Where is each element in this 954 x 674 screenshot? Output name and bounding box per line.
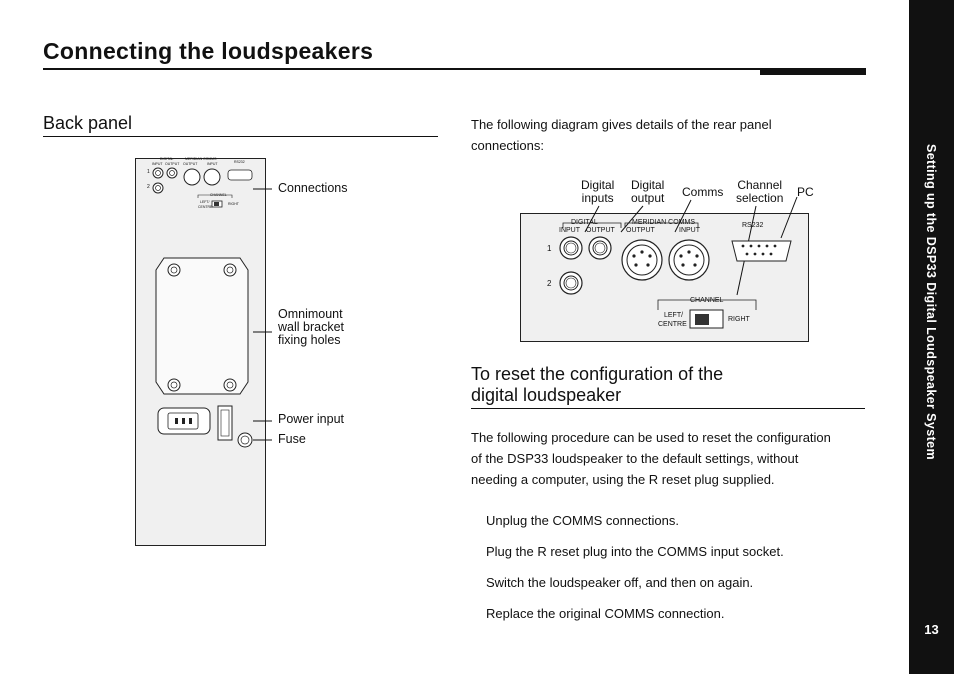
back-panel-heading: Back panel: [43, 113, 133, 133]
mini-row-2: 2: [147, 184, 150, 190]
mini-comms-output-label: OUTPUT: [183, 162, 198, 166]
rear-rs232-label: RS232: [742, 222, 764, 229]
callout-comms: Comms: [682, 185, 724, 199]
reset-heading-line-1: To reset the configuration of the: [471, 364, 724, 384]
mini-centre-label: CENTRE: [198, 205, 213, 209]
callout-digital-output: Digital output: [631, 179, 664, 205]
reset-paragraph-line-3: needing a computer, using the R reset pl…: [471, 472, 775, 487]
reset-step-3: Switch the loudspeaker off, and then on …: [486, 575, 754, 590]
callout-digital-output-line-2: output: [631, 191, 665, 205]
callout-fuse: Fuse: [278, 432, 306, 446]
rear-comms-input-label: INPUT: [679, 227, 700, 234]
intro-line-1: The following diagram gives details of t…: [471, 117, 772, 132]
mini-rs232-label: RS232: [234, 160, 245, 164]
mini-left-label: LEFT/: [200, 200, 210, 204]
mini-input-label: INPUT: [152, 162, 163, 166]
mini-channel-label: CHANNEL: [210, 193, 227, 197]
page-number: 13: [924, 622, 939, 637]
callout-digital-inputs: Digital inputs: [581, 179, 614, 205]
reset-heading: To reset the configuration of the digita…: [471, 364, 723, 406]
reset-paragraph: The following procedure can be used to r…: [471, 427, 831, 490]
page-title: Connecting the loudspeakers: [43, 38, 374, 64]
callout-channel-selection: Channel selection: [736, 179, 783, 205]
sidebar-chapter-title: Setting up the DSP33 Digital Loudspeaker…: [924, 143, 938, 461]
callout-channel-selection-line-1: Channel: [737, 178, 783, 192]
rear-row-2: 2: [547, 279, 552, 288]
callout-pc: PC: [797, 185, 814, 199]
mini-comms-input-label: INPUT: [207, 162, 218, 166]
mini-digital-label: DIGITAL: [160, 157, 174, 161]
reset-paragraph-line-2: of the DSP33 loudspeaker to the default …: [471, 451, 799, 466]
reset-step-4: Replace the original COMMS connection.: [486, 606, 725, 621]
reset-heading-line-2: digital loudspeaker: [471, 385, 622, 405]
mini-right-label: RIGHT: [228, 202, 239, 206]
callout-digital-inputs-line-1: Digital: [581, 178, 615, 192]
rear-left-label: LEFT/: [664, 312, 684, 319]
callout-power-input: Power input: [278, 412, 345, 426]
rear-input-label: INPUT: [559, 227, 580, 234]
mini-meridian-comms-label: MERIDIAN COMMS: [185, 157, 217, 161]
reset-rule: [471, 408, 865, 409]
back-panel-diagram: [135, 158, 266, 546]
mini-output-label: OUTPUT: [165, 162, 180, 166]
callout-digital-inputs-line-2: inputs: [581, 191, 614, 205]
title-accent-bar: [760, 68, 866, 75]
intro-line-2: connections:: [471, 138, 544, 153]
callout-connections: Connections: [278, 181, 348, 195]
back-panel-rule: [43, 136, 438, 137]
back-panel-callout-lines: [253, 188, 272, 441]
callout-omnimount-line-1: Omnimount: [278, 307, 343, 321]
callout-omnimount: Omnimount wall bracket fixing holes: [278, 308, 344, 347]
rear-output-label: OUTPUT: [586, 227, 615, 234]
rear-channel-label: CHANNEL: [690, 297, 724, 304]
reset-step-1: Unplug the COMMS connections.: [486, 513, 679, 528]
rear-comms-output-label: OUTPUT: [626, 227, 655, 234]
title-rule: [43, 68, 865, 70]
mini-row-1: 1: [147, 169, 150, 175]
chapter-sidebar: Setting up the DSP33 Digital Loudspeaker…: [909, 0, 954, 674]
rear-row-1: 1: [547, 244, 552, 253]
callout-omnimount-line-3: fixing holes: [278, 333, 341, 347]
callout-digital-output-line-1: Digital: [631, 178, 665, 192]
reset-paragraph-line-1: The following procedure can be used to r…: [471, 430, 831, 445]
rear-right-label: RIGHT: [728, 316, 750, 323]
callout-channel-selection-line-2: selection: [736, 191, 784, 205]
intro-text: The following diagram gives details of t…: [471, 114, 772, 156]
rear-meridian-comms-label: MERIDIAN COMMS: [632, 219, 695, 226]
rear-panel-diagram: [520, 196, 809, 342]
reset-step-2: Plug the R reset plug into the COMMS inp…: [486, 544, 784, 559]
callout-omnimount-line-2: wall bracket: [278, 320, 344, 334]
rear-digital-label: DIGITAL: [571, 219, 598, 226]
rear-centre-label: CENTRE: [658, 321, 687, 328]
